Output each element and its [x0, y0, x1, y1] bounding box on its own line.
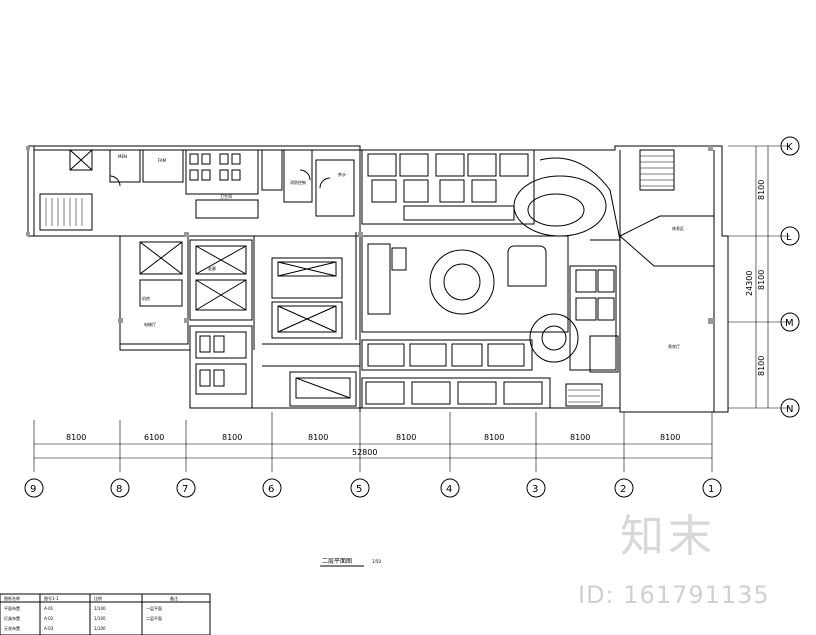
room-label-f: 电梯厅: [144, 321, 156, 327]
room-label-b: FAM: [158, 158, 167, 163]
room-label-c: 机房: [142, 295, 150, 301]
axis-8: 8: [116, 484, 122, 495]
axis-k: K: [786, 142, 793, 153]
room-label-j: 走廊: [208, 265, 216, 271]
room-label-h: 茶水: [338, 171, 346, 177]
bay-dim-2: 6100: [144, 433, 164, 442]
room-label-e: 消防控制: [290, 179, 306, 185]
axis-3: 3: [532, 484, 538, 495]
right-dim-3: 8100: [757, 356, 766, 376]
private-rooms-north: [361, 149, 535, 225]
axis-6: 6: [268, 484, 274, 495]
tb-cell: 一层平面: [146, 605, 162, 611]
building-outline: [27, 145, 729, 413]
tb-cell: 二层平面: [146, 615, 162, 621]
stair-east: [639, 149, 675, 191]
bay-dim-1: 8100: [66, 433, 86, 442]
tb-cell: 1/100: [94, 616, 106, 621]
tb-cell: A-02: [44, 616, 54, 621]
right-dim-2: 8100: [757, 270, 766, 290]
room-label-g: 休息区: [672, 225, 684, 231]
vip-room-south: [529, 313, 579, 363]
drawing-scale: 1/50: [372, 559, 381, 564]
room-label-a: MEN: [118, 154, 127, 159]
bay-dim-7: 8100: [570, 433, 590, 442]
tb-header-2: 图号1-1: [44, 595, 59, 601]
tb-cell: 天花布置: [4, 625, 20, 631]
tb-header-4: 备注: [170, 595, 178, 601]
axis-m: M: [785, 318, 794, 329]
tb-cell: A-03: [44, 626, 54, 631]
main-dining-hall: [361, 235, 569, 333]
bay-dim-6: 8100: [484, 433, 504, 442]
axis-2: 2: [620, 484, 626, 495]
watermark-logo: 知末: [620, 511, 716, 562]
room-label-i: 贵宾厅: [668, 343, 680, 349]
private-rooms-south: [361, 339, 533, 371]
tb-cell: A-01: [44, 606, 54, 611]
axis-4: 4: [446, 484, 452, 495]
tb-header-1: 图纸名称: [4, 595, 20, 601]
tb-header-3: 比例: [94, 595, 102, 601]
vip-room-north: [513, 175, 607, 237]
bay-dim-4: 8100: [308, 433, 328, 442]
tb-cell: 灯具布置: [4, 615, 20, 621]
axis-1: 1: [708, 484, 714, 495]
bay-dim-8: 8100: [660, 433, 680, 442]
axis-5: 5: [356, 484, 362, 495]
title-block: [0, 593, 211, 635]
axis-l: L: [786, 232, 792, 243]
bay-dim-5: 8100: [396, 433, 416, 442]
tb-cell: 平面布置: [4, 605, 20, 611]
right-dim-1: 8100: [757, 180, 766, 200]
bay-dim-3: 8100: [222, 433, 242, 442]
axis-7: 7: [182, 484, 188, 495]
axis-9: 9: [30, 484, 36, 495]
total-dim: 52800: [352, 448, 377, 457]
tb-cell: 1/100: [94, 626, 106, 631]
drawing-title: 二层平面图: [322, 558, 352, 565]
tb-cell: 1/100: [94, 606, 106, 611]
axis-n: N: [786, 404, 793, 415]
watermark-id: ID: 161791135: [578, 581, 770, 609]
room-label-d: 卫生间: [220, 193, 232, 199]
stair-west: [39, 193, 93, 231]
right-total-dim: 24300: [745, 271, 754, 296]
